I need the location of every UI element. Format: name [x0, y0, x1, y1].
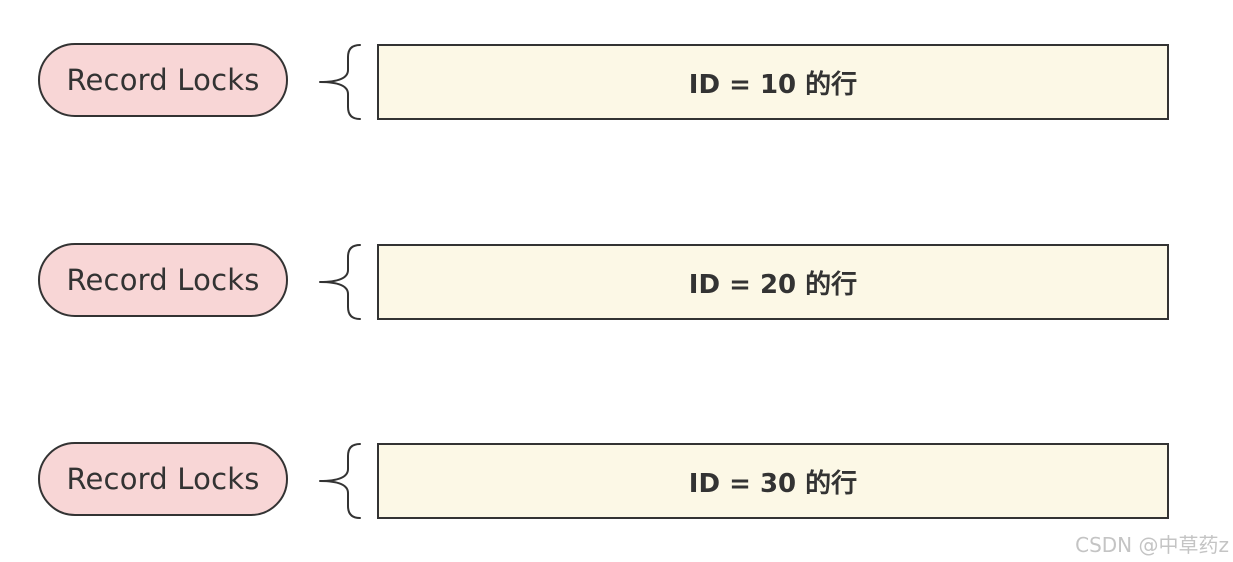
- record-lock-label: Record Locks: [38, 243, 288, 317]
- table-row-box: ID = 20 的行: [377, 244, 1169, 320]
- watermark: CSDN @中草药z: [1075, 533, 1229, 557]
- brace-icon: [319, 443, 361, 519]
- lock-row-3: Record Locks ID = 30 的行: [0, 441, 1233, 521]
- lock-row-1: Record Locks ID = 10 的行: [0, 42, 1233, 122]
- table-row-box: ID = 10 的行: [377, 44, 1169, 120]
- record-lock-label: Record Locks: [38, 442, 288, 516]
- record-lock-label: Record Locks: [38, 43, 288, 117]
- brace-icon: [319, 244, 361, 320]
- lock-row-2: Record Locks ID = 20 的行: [0, 242, 1233, 322]
- table-row-box: ID = 30 的行: [377, 443, 1169, 519]
- brace-icon: [319, 44, 361, 120]
